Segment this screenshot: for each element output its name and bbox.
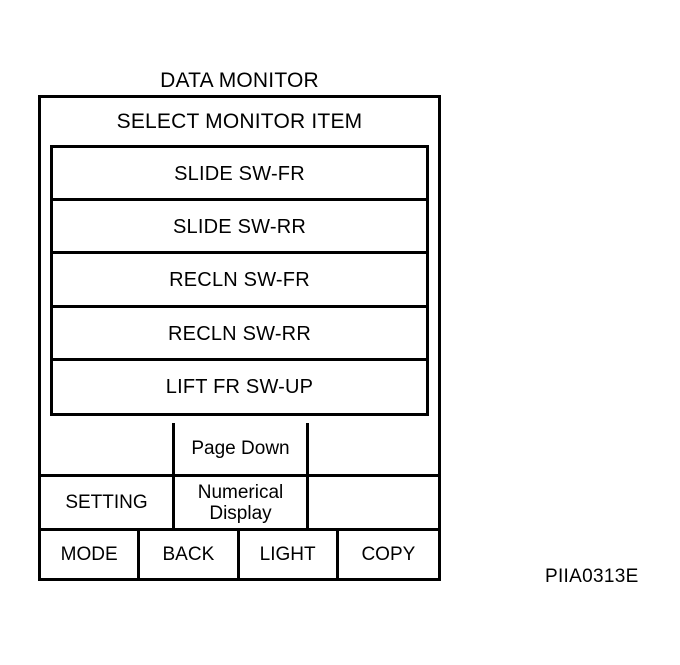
- setting-button[interactable]: SETTING: [41, 477, 175, 528]
- mode-button[interactable]: MODE: [41, 531, 141, 578]
- monitor-item-list: SLIDE SW-FR SLIDE SW-RR RECLN SW-FR RECL…: [50, 145, 429, 416]
- figure-reference-caption: PIIA0313E: [545, 566, 639, 587]
- select-monitor-item-header: SELECT MONITOR ITEM: [116, 110, 363, 133]
- softkey-blank-top-left[interactable]: [41, 423, 175, 474]
- back-button[interactable]: BACK: [140, 531, 240, 578]
- softkey-row-top: Page Down: [41, 423, 438, 477]
- numerical-display-button[interactable]: Numerical Display: [175, 477, 309, 528]
- data-monitor-screen: SELECT MONITOR ITEM SLIDE SW-FR SLIDE SW…: [38, 95, 441, 581]
- softkey-blank-middle-right[interactable]: [309, 477, 438, 528]
- page-down-button[interactable]: Page Down: [175, 423, 309, 474]
- light-button[interactable]: LIGHT: [240, 531, 339, 578]
- softkey-row-middle: SETTING Numerical Display: [41, 477, 438, 531]
- numerical-display-label-line1: Numerical: [197, 481, 284, 503]
- list-item[interactable]: RECLN SW-FR: [53, 254, 426, 308]
- list-item[interactable]: RECLN SW-RR: [53, 308, 426, 361]
- numerical-display-label-line2: Display: [209, 502, 272, 524]
- copy-button[interactable]: COPY: [361, 544, 416, 565]
- list-item[interactable]: LIFT FR SW-UP: [165, 375, 314, 398]
- softkey-row-bottom: MODE BACK LIGHT COPY: [41, 531, 438, 578]
- page-title: DATA MONITOR: [160, 69, 319, 92]
- softkey-grid: Page Down SETTING Numerical Display MODE…: [41, 423, 438, 578]
- list-item[interactable]: SLIDE SW-FR: [53, 148, 426, 202]
- softkey-blank-top-right[interactable]: [309, 423, 438, 474]
- list-item[interactable]: SLIDE SW-RR: [53, 201, 426, 255]
